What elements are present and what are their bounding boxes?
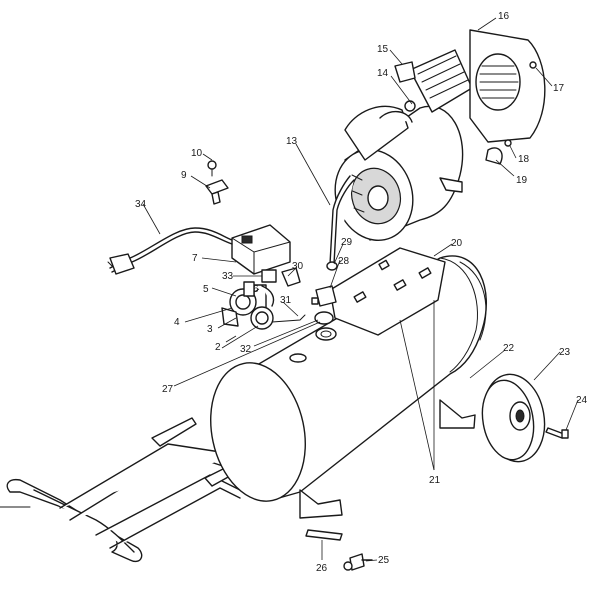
air-tank (210, 255, 487, 519)
strain-relief-parts (205, 160, 229, 205)
callout-34: 34 (135, 199, 147, 210)
callout-14: 14 (377, 68, 389, 79)
handle-assembly (0, 417, 249, 563)
callout-13: 13 (286, 136, 298, 147)
part-9-strain-relief (205, 179, 229, 195)
unloader-valve (281, 267, 301, 287)
power-plug (109, 253, 135, 275)
axle-bolt (545, 427, 569, 439)
callout-3: 3 (207, 324, 213, 335)
rubber-foot-strip (305, 529, 343, 541)
callout-19: 19 (516, 175, 528, 186)
power-cord (107, 227, 233, 275)
pump-head (409, 49, 473, 113)
callout-33: 33 (222, 271, 234, 282)
callout-23: 23 (559, 347, 571, 358)
drain-valve (343, 553, 373, 571)
regulator-knob (243, 281, 255, 297)
callout-24: 24 (576, 395, 588, 406)
callout-28: 28 (338, 256, 350, 267)
quick-coupler (221, 307, 239, 327)
callout-32: 32 (240, 344, 252, 355)
callout-31: 31 (280, 295, 292, 306)
part-10-screw (207, 160, 217, 170)
callout-4: 4 (174, 317, 180, 328)
tank-foot-front (299, 489, 343, 519)
callout-27: 27 (162, 384, 174, 395)
callout-17: 17 (553, 83, 565, 94)
callout-30: 30 (292, 261, 304, 272)
callout-22: 22 (503, 343, 515, 354)
motor-mounting-plate (329, 247, 446, 336)
tank-foot-rear (439, 399, 476, 429)
callout-29: 29 (341, 237, 353, 248)
check-valve-parts (311, 285, 337, 341)
callout-2: 2 (215, 342, 221, 353)
motor-foot-cap (485, 147, 503, 165)
callout-18: 18 (518, 154, 530, 165)
callout-labels: 2 3 4 5 6 7 9 10 13 14 15 16 17 18 19 20… (135, 11, 588, 574)
motor-pump-assembly (334, 29, 546, 241)
callout-6: 6 (253, 284, 259, 295)
wheel (481, 373, 546, 463)
callout-16: 16 (498, 11, 510, 22)
callout-5: 5 (203, 284, 209, 295)
bushing (314, 311, 334, 325)
callout-leaders (142, 17, 579, 562)
pressure-switch-manifold (221, 224, 306, 330)
callout-21: 21 (429, 475, 441, 486)
callout-25: 25 (378, 555, 390, 566)
pump-valve-plate (394, 61, 416, 83)
callout-7: 7 (192, 253, 198, 264)
discharge-tube (326, 175, 355, 271)
callout-10: 10 (191, 148, 203, 159)
callout-20: 20 (451, 238, 463, 249)
check-valve (315, 285, 337, 307)
tank-fitting-ring (315, 327, 337, 341)
callout-26: 26 (316, 563, 328, 574)
callout-15: 15 (377, 44, 389, 55)
callout-9: 9 (181, 170, 187, 181)
pressure-switch (231, 224, 291, 275)
